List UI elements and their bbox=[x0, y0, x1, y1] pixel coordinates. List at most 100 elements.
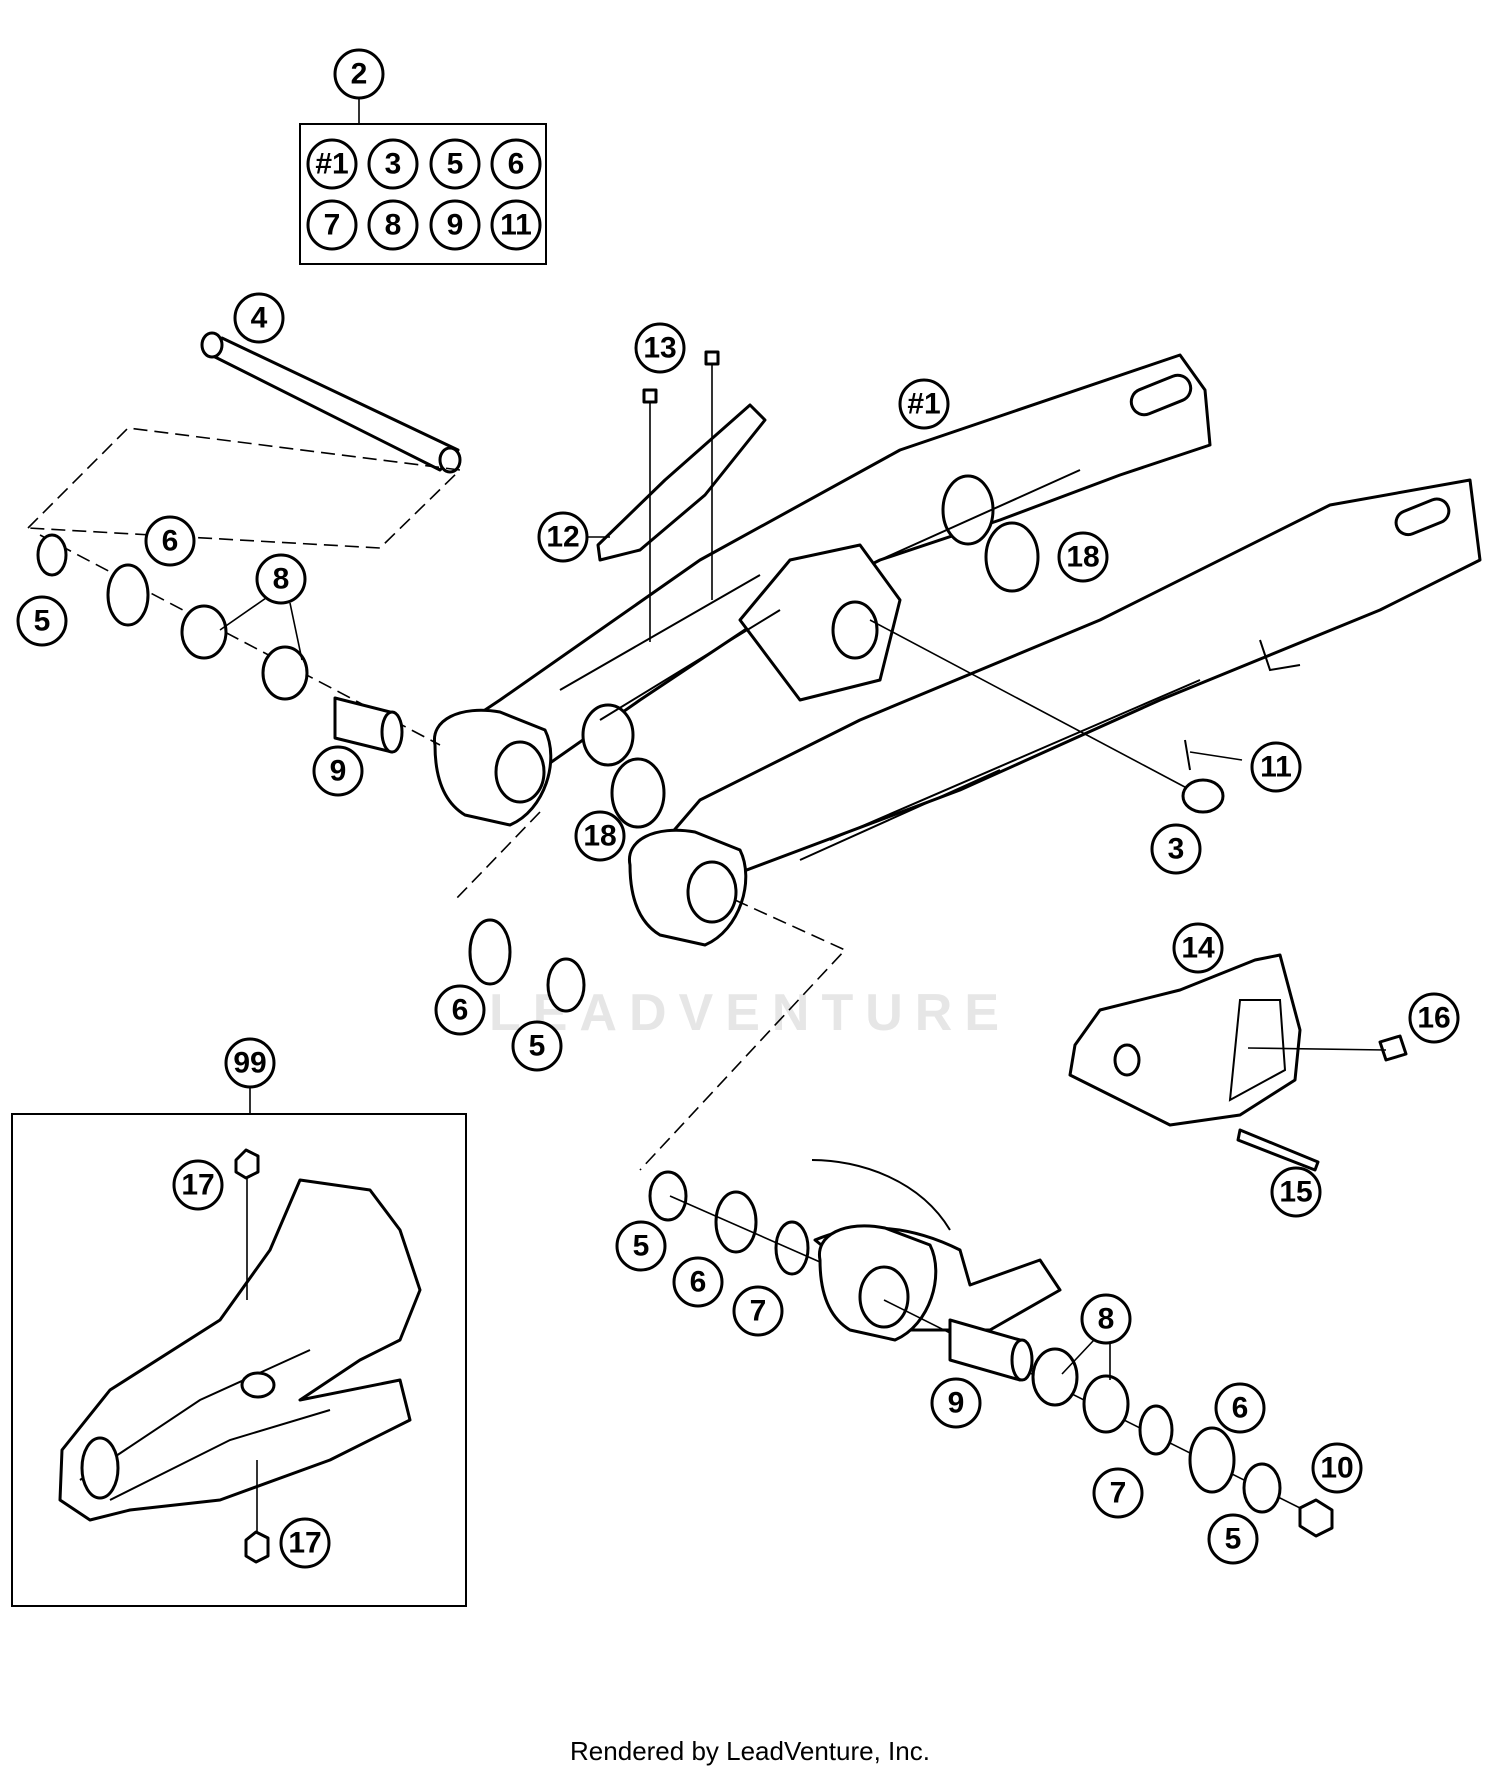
svg-text:10: 10 bbox=[1320, 1452, 1353, 1485]
callout-18a[interactable]: 18 bbox=[1057, 531, 1109, 583]
svg-text:7: 7 bbox=[750, 1295, 767, 1328]
swingarm-rear-section[interactable] bbox=[811, 1159, 1062, 1342]
svg-text:6: 6 bbox=[508, 148, 525, 181]
callout-9b[interactable]: 9 bbox=[930, 1377, 982, 1429]
svg-text:3: 3 bbox=[1168, 833, 1185, 866]
alignment-line-upper bbox=[26, 427, 462, 549]
kit-box: #1 3 5 6 7 8 9 11 bbox=[299, 98, 547, 265]
svg-text:8: 8 bbox=[385, 209, 402, 242]
callout-8b[interactable]: 8 bbox=[1080, 1293, 1132, 1345]
swingarm-part[interactable] bbox=[433, 353, 1482, 947]
svg-text:7: 7 bbox=[324, 209, 341, 242]
callout-6c[interactable]: 6 bbox=[672, 1256, 724, 1308]
kit-contents-callout-7[interactable]: 9 bbox=[429, 199, 481, 251]
callout-8a[interactable]: 8 bbox=[255, 553, 307, 605]
kit-contents-callout-8[interactable]: 11 bbox=[490, 199, 542, 251]
svg-text:13: 13 bbox=[643, 332, 676, 365]
svg-text:5: 5 bbox=[1225, 1523, 1242, 1556]
callout-14[interactable]: 14 bbox=[1172, 922, 1224, 974]
svg-text:9: 9 bbox=[447, 209, 464, 242]
svg-text:12: 12 bbox=[546, 521, 579, 554]
chain-slider-part[interactable] bbox=[1068, 953, 1408, 1172]
leader-8a-1 bbox=[219, 597, 267, 631]
chain-guide-mount-part[interactable] bbox=[596, 350, 767, 642]
svg-text:8: 8 bbox=[273, 563, 290, 596]
alignment-line-mid bbox=[454, 811, 541, 901]
svg-text:18: 18 bbox=[1066, 541, 1099, 574]
svg-text:3: 3 bbox=[385, 148, 402, 181]
callout-5b[interactable]: 5 bbox=[511, 1020, 563, 1072]
svg-text:6: 6 bbox=[1232, 1392, 1249, 1425]
kit-contents-callout-3[interactable]: 5 bbox=[429, 138, 481, 190]
svg-text:6: 6 bbox=[690, 1266, 707, 1299]
callout-5a[interactable]: 5 bbox=[16, 595, 68, 647]
svg-text:2: 2 bbox=[351, 58, 368, 91]
svg-text:7: 7 bbox=[1110, 1477, 1127, 1510]
svg-text:15: 15 bbox=[1279, 1176, 1312, 1209]
svg-text:99: 99 bbox=[233, 1047, 266, 1080]
svg-text:17: 17 bbox=[288, 1527, 321, 1560]
bearing-stack-lower-left[interactable] bbox=[648, 1170, 821, 1276]
callout-6b[interactable]: 6 bbox=[434, 984, 486, 1036]
leader-8a-2 bbox=[289, 602, 303, 661]
svg-text:4: 4 bbox=[251, 302, 268, 335]
callout-11[interactable]: 11 bbox=[1250, 741, 1302, 793]
callout-16[interactable]: 16 bbox=[1408, 992, 1460, 1044]
callout-17a[interactable]: 17 bbox=[172, 1159, 224, 1211]
callout-7b[interactable]: 7 bbox=[1092, 1467, 1144, 1519]
kit-99-box bbox=[11, 1088, 467, 1607]
svg-text:11: 11 bbox=[500, 209, 532, 242]
bearing-stack-left[interactable] bbox=[36, 533, 404, 754]
chain-guard-part[interactable] bbox=[58, 1148, 422, 1564]
ring-18-part[interactable] bbox=[610, 521, 1040, 829]
svg-text:11: 11 bbox=[1260, 751, 1292, 784]
svg-text:#1: #1 bbox=[907, 388, 940, 421]
svg-text:6: 6 bbox=[162, 525, 179, 558]
callout-4[interactable]: 4 bbox=[233, 292, 285, 344]
callout-10[interactable]: 10 bbox=[1311, 1442, 1363, 1494]
svg-text:8: 8 bbox=[1098, 1303, 1115, 1336]
leader-11 bbox=[1189, 751, 1243, 761]
callout-3[interactable]: 3 bbox=[1150, 823, 1202, 875]
callout-12[interactable]: 12 bbox=[537, 511, 589, 563]
svg-text:#1: #1 bbox=[315, 148, 348, 181]
callout-7a[interactable]: 7 bbox=[732, 1285, 784, 1337]
callout-swingarm[interactable]: #1 bbox=[898, 378, 950, 430]
alignment-line-left-stack bbox=[39, 534, 441, 746]
callout-99[interactable]: 99 bbox=[224, 1037, 276, 1089]
callout-5c[interactable]: 5 bbox=[615, 1220, 667, 1272]
svg-text:6: 6 bbox=[452, 994, 469, 1027]
kit-contents-callout-5[interactable]: 7 bbox=[306, 199, 358, 251]
callout-6a[interactable]: 6 bbox=[144, 515, 196, 567]
callout-18b[interactable]: 18 bbox=[574, 810, 626, 862]
svg-text:14: 14 bbox=[1181, 932, 1215, 965]
alignment-line-lower bbox=[639, 899, 847, 1171]
callout-kit[interactable]: 2 bbox=[333, 48, 385, 100]
kit-contents-callout-4[interactable]: 6 bbox=[490, 138, 542, 190]
kit-contents-callout-1[interactable]: #1 bbox=[306, 138, 358, 190]
callout-17b[interactable]: 17 bbox=[279, 1517, 331, 1569]
kit-contents-callout-2[interactable]: 3 bbox=[367, 138, 419, 190]
svg-text:5: 5 bbox=[529, 1030, 546, 1063]
pivot-shaft-part[interactable] bbox=[200, 331, 462, 474]
svg-text:18: 18 bbox=[583, 820, 616, 853]
svg-text:5: 5 bbox=[34, 605, 51, 638]
svg-text:9: 9 bbox=[948, 1387, 965, 1420]
svg-text:17: 17 bbox=[181, 1169, 214, 1202]
callout-15[interactable]: 15 bbox=[1270, 1166, 1322, 1218]
svg-text:16: 16 bbox=[1417, 1002, 1450, 1035]
kit-contents-callout-6[interactable]: 8 bbox=[367, 199, 419, 251]
callout-9a[interactable]: 9 bbox=[312, 745, 364, 797]
svg-text:5: 5 bbox=[633, 1230, 650, 1263]
footer-credit: Rendered by LeadVenture, Inc. bbox=[570, 1736, 930, 1766]
bearing-pair-mid[interactable] bbox=[468, 918, 586, 1013]
callout-6d[interactable]: 6 bbox=[1214, 1382, 1266, 1434]
svg-text:5: 5 bbox=[447, 148, 464, 181]
leader-8b-1 bbox=[1061, 1339, 1095, 1375]
shock-bushing-part[interactable] bbox=[869, 619, 1225, 814]
callout-13[interactable]: 13 bbox=[634, 322, 686, 374]
callout-5d[interactable]: 5 bbox=[1207, 1513, 1259, 1565]
bearing-stack-lower-right[interactable] bbox=[948, 1318, 1334, 1538]
svg-text:9: 9 bbox=[330, 755, 347, 788]
